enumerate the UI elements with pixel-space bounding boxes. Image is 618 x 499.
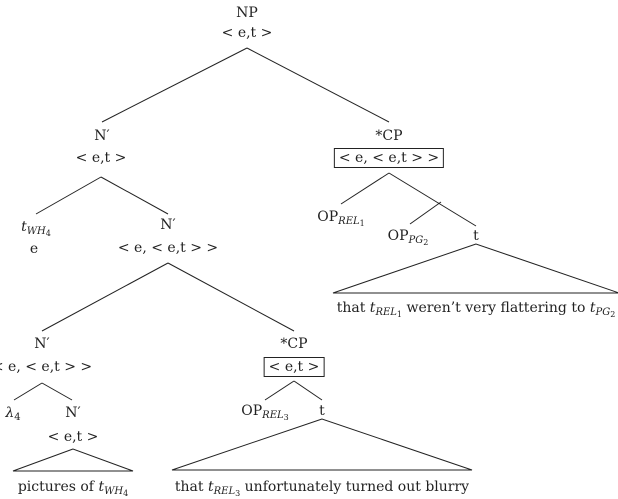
nbar-mid-category: N′ xyxy=(160,217,176,233)
edge-np-cp xyxy=(246,47,390,123)
edge-cplow-tlow xyxy=(293,380,323,401)
cp-low-category: *CP xyxy=(280,336,308,352)
nbar-leaf-type: < e,t > xyxy=(47,429,99,445)
op-rel3-node: OPREL3 xyxy=(241,403,289,422)
triangle-low-clause xyxy=(171,418,473,471)
nbar-top-type: < e,t > xyxy=(75,150,127,166)
nbar-low-category: N′ xyxy=(34,336,50,352)
triangle-pictures xyxy=(12,448,134,472)
cp-top-type-box: < e, < e,t > > xyxy=(333,148,445,168)
edge-nbarlow-lambda xyxy=(13,382,43,401)
lambda-node: λ4 xyxy=(5,405,21,423)
np-category: NP xyxy=(236,5,258,21)
op-pg2-node: OPPG2 xyxy=(387,228,429,247)
nbar-leaf-category: N′ xyxy=(65,405,81,421)
top-relative-clause-text: that tREL1 weren’t very flattering to tP… xyxy=(336,300,616,319)
nbar-low-type: < e, < e,t > > xyxy=(0,359,93,375)
pictures-of-text: pictures of tWH4 xyxy=(17,479,129,498)
nbar-top-category: N′ xyxy=(94,128,110,144)
low-relative-clause-text: that tREL3 unfortunately turned out blur… xyxy=(174,479,470,498)
cp-top-category: *CP xyxy=(375,128,403,144)
trace-wh-node: tWH4 xyxy=(21,219,51,238)
edge-np-nbar xyxy=(101,47,248,123)
nbar-mid-type: < e, < e,t > > xyxy=(117,240,219,256)
triangle-top-clause xyxy=(332,243,618,294)
edge-mid-oppg2 xyxy=(409,201,442,225)
edge-cplow-oprel3 xyxy=(264,380,295,401)
op-rel1-node: OPREL1 xyxy=(317,209,365,228)
trace-low-node: t xyxy=(319,403,325,419)
trace-wh-type: e xyxy=(29,241,39,257)
trace-top-node: t xyxy=(473,228,479,244)
edge-nbarmid-cplow xyxy=(167,262,295,332)
np-type: < e,t > xyxy=(221,25,273,41)
edge-nbarmid-nbarlow xyxy=(41,262,169,332)
edge-cp-mid xyxy=(388,172,477,227)
edge-nbar-trace xyxy=(35,176,102,215)
cp-low-type-box: < e,t > xyxy=(263,357,325,377)
edge-cp-oprel1 xyxy=(340,172,390,205)
edge-nbar-nbarmid xyxy=(100,176,169,215)
edge-nbarlow-nbarleaf xyxy=(41,382,73,401)
